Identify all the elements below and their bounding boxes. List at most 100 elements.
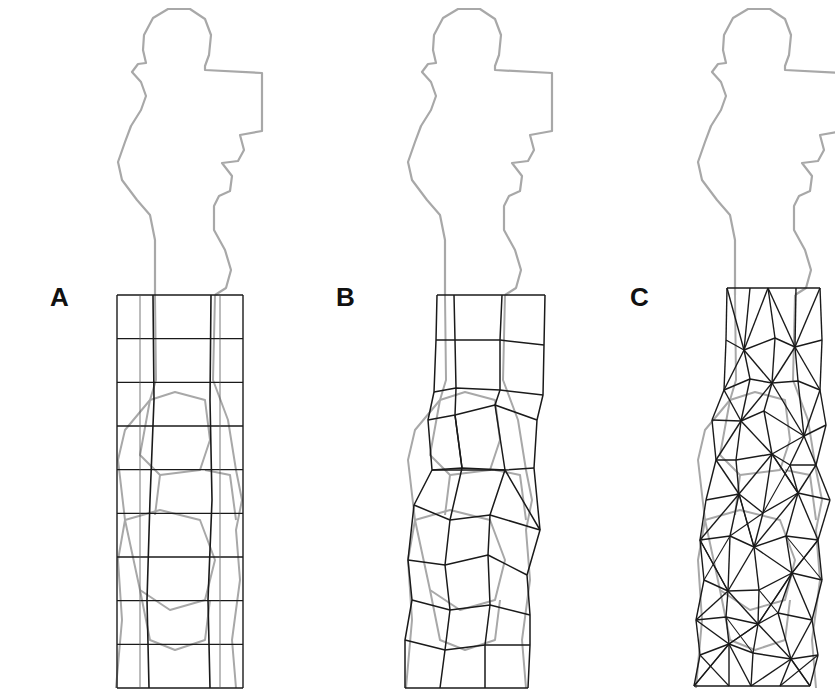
mesh-line	[780, 655, 818, 686]
mesh-line	[700, 540, 728, 591]
grid-line	[147, 295, 154, 688]
grid-line	[117, 338, 243, 339]
mesh-line	[818, 500, 830, 540]
mesh-line	[790, 436, 804, 465]
leg-outline	[430, 392, 500, 475]
warped-mesh	[405, 295, 545, 688]
mesh-line	[694, 644, 729, 686]
mesh-line	[696, 620, 700, 655]
mesh-line	[694, 685, 810, 686]
grid-line	[117, 469, 243, 470]
mesh-line	[716, 460, 739, 494]
mesh-line	[700, 494, 739, 540]
mesh-line	[820, 390, 826, 425]
grid-line	[116, 295, 117, 688]
mesh-line	[791, 659, 810, 686]
mesh-line	[696, 620, 729, 644]
mesh-line	[727, 287, 820, 288]
mesh-line	[412, 600, 530, 615]
mesh-line	[724, 340, 726, 390]
mesh-line	[812, 580, 822, 620]
grid-line	[117, 425, 243, 426]
leg-outline	[705, 510, 795, 610]
mesh-line	[798, 465, 816, 493]
mesh-line	[751, 653, 753, 686]
mesh-line	[798, 493, 818, 540]
leg-outline	[205, 470, 236, 520]
leg-outline	[495, 470, 526, 520]
figure-outline	[408, 9, 552, 295]
mesh-line	[729, 644, 751, 686]
mesh-line	[812, 620, 818, 655]
mesh-line	[736, 460, 739, 494]
mesh-line	[694, 644, 729, 686]
mesh-line	[437, 294, 545, 296]
grid-line	[140, 295, 141, 688]
figure-label: A	[50, 284, 69, 310]
mesh-line	[728, 536, 730, 591]
mesh-line	[820, 340, 822, 390]
mesh-line	[754, 547, 759, 590]
mesh-line	[792, 540, 818, 573]
grid-line	[208, 295, 212, 688]
mesh-line	[716, 421, 741, 460]
mesh-line	[816, 465, 830, 500]
leg-outline	[140, 590, 210, 650]
leg-outline	[445, 475, 450, 515]
mesh-line	[428, 405, 537, 420]
mesh-line	[753, 624, 758, 653]
grid-line	[117, 513, 243, 514]
mesh-line	[791, 659, 810, 686]
mesh-line	[820, 288, 822, 340]
triangle-mesh	[694, 288, 830, 688]
figure-label: C	[630, 284, 649, 310]
mesh-line	[790, 465, 798, 493]
mesh-line	[810, 655, 818, 686]
mesh-line	[758, 590, 759, 624]
mesh-line	[772, 338, 775, 383]
mesh-line	[726, 288, 727, 340]
mesh-line	[795, 288, 796, 347]
mesh-line	[744, 288, 768, 350]
mesh-line	[700, 540, 728, 591]
mesh-line	[768, 288, 795, 347]
mesh-line	[772, 347, 795, 383]
mesh-line	[408, 555, 527, 575]
leg-outline	[140, 392, 210, 475]
mesh-line	[795, 288, 820, 347]
mesh-line	[696, 613, 812, 624]
leg-outline	[785, 470, 816, 520]
mesh-line	[729, 624, 758, 644]
mesh-line	[786, 493, 798, 536]
mesh-line	[764, 411, 772, 454]
mesh-line	[758, 573, 792, 624]
mesh-line	[414, 505, 540, 530]
mesh-line	[706, 460, 716, 500]
mesh-line	[704, 536, 730, 580]
grid-line	[242, 295, 243, 688]
leg-outline	[415, 510, 505, 610]
mesh-line	[716, 454, 816, 465]
grid-line	[117, 687, 243, 688]
mesh-line	[778, 613, 791, 659]
mesh-line	[798, 381, 804, 436]
grid-line	[117, 644, 243, 645]
grid-line	[220, 295, 221, 688]
mesh-line	[712, 390, 724, 420]
mesh-line	[405, 687, 528, 689]
mesh-line	[455, 415, 462, 468]
mesh-line	[741, 383, 772, 421]
mesh-line	[727, 288, 744, 350]
mesh-line	[712, 420, 716, 460]
mesh-line	[792, 540, 818, 573]
mesh-line	[792, 573, 812, 620]
mesh-line	[728, 644, 729, 686]
leg-outline	[116, 295, 156, 688]
mesh-line	[700, 655, 729, 686]
figure-label: B	[336, 284, 355, 310]
grid-mesh	[116, 295, 243, 688]
mesh-line	[778, 573, 792, 613]
mesh-line	[724, 390, 741, 421]
grid-line	[117, 294, 243, 295]
